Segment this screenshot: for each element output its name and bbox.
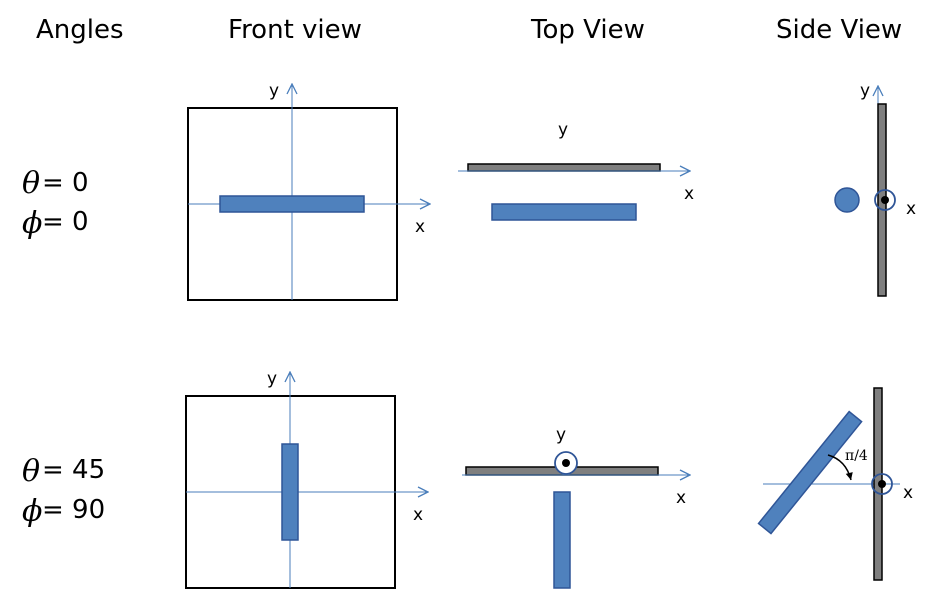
row2-front-view: y x: [185, 369, 428, 589]
x-axis-label: x: [676, 488, 686, 508]
header-angles: Angles: [36, 15, 124, 45]
x-axis-out-of-page-ring: [871, 473, 893, 495]
dipole-bar: [491, 203, 637, 221]
ground-plate: [467, 163, 661, 172]
x-axis-label: x: [906, 199, 916, 219]
row1-front-view: y x: [187, 81, 430, 301]
row1-side-view: y x: [834, 81, 916, 297]
dipole-end-circle: [834, 187, 860, 213]
row2-phi-symbol: ϕ: [22, 494, 42, 529]
y-axis-label: y: [267, 369, 277, 389]
x-axis-label: x: [415, 217, 425, 237]
y-axis-label: y: [558, 120, 568, 140]
header-side-view: Side View: [776, 15, 902, 45]
header-front-view: Front view: [228, 15, 362, 45]
y-axis-label: y: [860, 81, 870, 101]
dipole-bar: [281, 443, 299, 541]
row2-theta-symbol: θ: [22, 454, 40, 489]
row2-phi-value: = 90: [42, 495, 105, 525]
row1-phi-symbol: ϕ: [22, 206, 42, 241]
x-axis-out-of-page-ring: [874, 189, 896, 211]
dipole-bar-rotated: [757, 410, 863, 535]
rotation-angle-label: π/4: [845, 448, 868, 464]
row2-theta-value: = 45: [42, 455, 105, 485]
x-axis-label: x: [684, 184, 694, 204]
row2-angles: θ = 45 ϕ = 90: [22, 454, 105, 529]
row2-side-view: π/4 x: [757, 387, 913, 581]
x-axis-out-of-page-dot: [881, 196, 889, 204]
dipole-bar: [553, 491, 571, 589]
y-axis-out-of-page-dot: [562, 459, 570, 467]
header-top-view: Top View: [530, 15, 645, 45]
row1-top-view: y x: [458, 120, 694, 221]
x-axis-label: x: [413, 505, 423, 525]
rotation-angle-arc: [827, 454, 853, 481]
row1-theta-symbol: θ: [22, 166, 40, 201]
row2-top-view: y x: [462, 425, 690, 589]
row1-angles: θ = 0 ϕ = 0: [22, 166, 89, 241]
y-axis-label: y: [556, 425, 566, 445]
y-axis-label: y: [269, 81, 279, 101]
x-axis-out-of-page-dot: [878, 480, 886, 488]
row1-phi-value: = 0: [42, 207, 89, 237]
dipole-bar: [219, 195, 365, 213]
row1-theta-value: = 0: [42, 168, 89, 198]
x-axis-label: x: [903, 483, 913, 503]
